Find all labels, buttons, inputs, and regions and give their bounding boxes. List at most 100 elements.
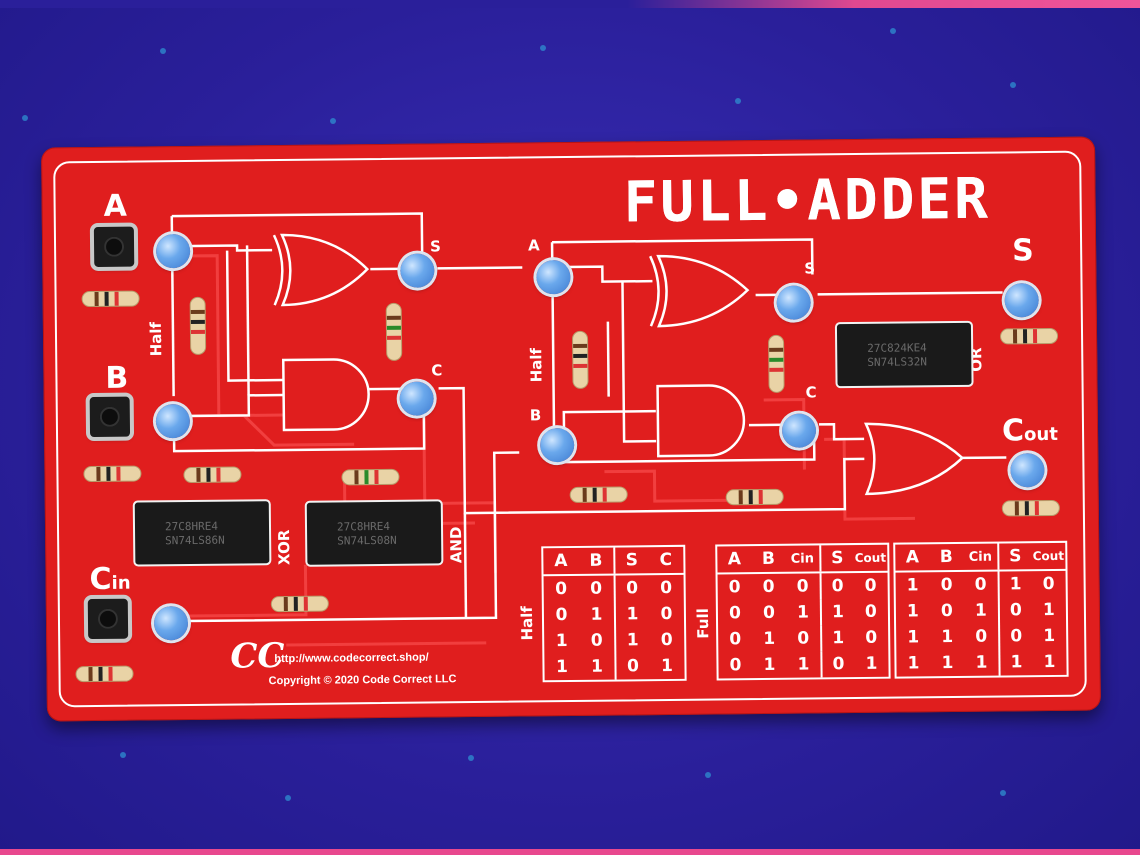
table-header: Cout bbox=[1032, 548, 1065, 564]
led-half2-b bbox=[539, 427, 575, 463]
table-cell: 1 bbox=[590, 604, 603, 625]
table-cell: 0 bbox=[555, 579, 568, 600]
table-header: Cin bbox=[968, 549, 993, 565]
table-header: B bbox=[939, 547, 953, 568]
table-cell: 1 bbox=[763, 654, 776, 675]
table-cell: 1 bbox=[660, 655, 674, 677]
table-cell: 1 bbox=[555, 631, 568, 652]
website-url: http://www.codecorrect.shop/ bbox=[274, 651, 429, 666]
table-cell: 1 bbox=[763, 628, 776, 649]
resistor bbox=[84, 466, 141, 482]
table-cell: 0 bbox=[974, 574, 987, 595]
circuit-board: FULL•ADDER A B Cin S Cout S C Half A B S… bbox=[41, 136, 1101, 722]
table-cell: 0 bbox=[819, 573, 854, 600]
table-cell: 1 bbox=[975, 652, 988, 673]
half1-label: Half bbox=[146, 321, 166, 357]
table-cell: 0 bbox=[660, 603, 673, 625]
led-cin bbox=[153, 606, 189, 641]
table-header: A bbox=[905, 547, 920, 568]
table-header: A bbox=[727, 549, 742, 570]
half-truth-table: A B S C 0 0 0 0 0 1 1 0 1 0 1 0 1 1 0 1 bbox=[541, 544, 687, 683]
mat-dot bbox=[22, 115, 28, 121]
half1-c-label: C bbox=[431, 361, 443, 380]
table-cell: 0 bbox=[865, 627, 878, 648]
table-header: Cout bbox=[854, 550, 887, 566]
resistor bbox=[572, 331, 588, 388]
resistor bbox=[726, 489, 783, 505]
half2-c-label: C bbox=[805, 383, 817, 402]
table-cell: 0 bbox=[590, 630, 603, 651]
mat-dot bbox=[120, 752, 126, 758]
resistor bbox=[184, 467, 241, 483]
table-cell: 0 bbox=[864, 601, 877, 622]
mat-dot bbox=[285, 795, 291, 801]
led-half2-s bbox=[776, 285, 811, 320]
resistor bbox=[342, 469, 399, 485]
table-cell: 0 bbox=[590, 578, 603, 599]
mat-dot bbox=[1000, 790, 1006, 796]
input-a-button[interactable] bbox=[93, 226, 135, 267]
mat-edge-bottom bbox=[0, 849, 1140, 855]
resistor bbox=[1000, 328, 1058, 344]
table-header: A bbox=[554, 551, 568, 572]
table-cell: 0 bbox=[762, 602, 775, 623]
table-cell: 1 bbox=[974, 600, 987, 621]
table-cell: 1 bbox=[941, 627, 954, 648]
resistor bbox=[570, 487, 627, 503]
led-a bbox=[155, 233, 191, 269]
mat-dot bbox=[705, 772, 711, 778]
table-cell: 1 bbox=[614, 627, 650, 654]
board-title: FULL•ADDER bbox=[623, 166, 992, 236]
table-cell: 0 bbox=[864, 575, 877, 596]
table-cell: 1 bbox=[819, 599, 855, 626]
mat-dot bbox=[540, 45, 546, 51]
led-b bbox=[155, 403, 191, 439]
led-output-s bbox=[1004, 283, 1039, 318]
table-cell: 0 bbox=[1042, 573, 1055, 595]
half2-label: Half bbox=[527, 347, 546, 383]
full-truth-table-1: A B Cin S Cout 0 0 0 0 0 0 0 1 1 0 0 1 0… bbox=[715, 542, 891, 681]
table-cell: 0 bbox=[660, 629, 673, 651]
table-cell: 1 bbox=[796, 602, 809, 623]
table-cell: 1 bbox=[797, 654, 810, 675]
table-cell: 1 bbox=[1043, 651, 1056, 673]
table-cell: 1 bbox=[865, 653, 878, 674]
mat-dot bbox=[468, 755, 474, 761]
table-cell: 1 bbox=[906, 601, 919, 622]
table-cell: 0 bbox=[820, 651, 855, 678]
led-half2-a bbox=[536, 259, 571, 295]
half2-b-label: B bbox=[529, 406, 542, 425]
half1-s-label: S bbox=[429, 237, 441, 256]
table-cell: 0 bbox=[997, 597, 1033, 624]
led-half1-c bbox=[399, 381, 434, 416]
table-cell: 0 bbox=[660, 577, 673, 599]
table-cell: 0 bbox=[940, 601, 953, 622]
table-cell: 1 bbox=[1042, 599, 1055, 621]
input-b-button[interactable] bbox=[89, 396, 131, 438]
table-cell: 0 bbox=[797, 628, 810, 649]
table-cell: 0 bbox=[940, 575, 953, 596]
mat-dot bbox=[160, 48, 166, 54]
led-half1-s bbox=[400, 253, 435, 288]
table-header: Cin bbox=[790, 550, 815, 567]
resistor bbox=[769, 335, 784, 392]
resistor bbox=[271, 596, 328, 612]
mat-dot bbox=[890, 28, 896, 34]
mat-dot bbox=[1010, 82, 1016, 88]
resistor bbox=[82, 291, 139, 307]
input-cin-button[interactable] bbox=[87, 598, 129, 640]
table-cell: 1 bbox=[613, 601, 650, 628]
half2-s-label: S bbox=[804, 259, 816, 278]
xor-label: XOR bbox=[275, 529, 294, 566]
resistor bbox=[1002, 500, 1059, 516]
table-cell: 1 bbox=[998, 649, 1033, 676]
table-cell: 1 bbox=[907, 627, 920, 648]
table-cell: 0 bbox=[555, 605, 568, 626]
input-b-label: B bbox=[105, 360, 129, 396]
full-truth-table-2: A B Cin S Cout 1 0 0 1 0 1 0 1 0 1 1 1 0… bbox=[893, 540, 1069, 679]
half2-a-label: A bbox=[527, 236, 540, 255]
